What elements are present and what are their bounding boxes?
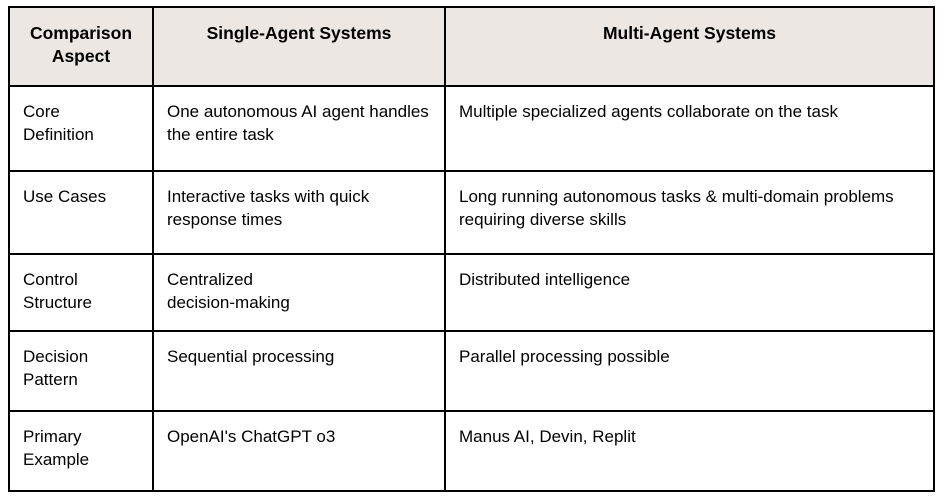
comparison-table: Comparison Aspect Single-Agent Systems M… [8, 6, 935, 492]
cell-single-agent: Interactive tasks with quick response ti… [152, 170, 446, 255]
cell-single-agent: Centralized decision-making [152, 253, 446, 332]
cell-multi-agent: Distributed intelligence [444, 253, 935, 332]
cell-single-agent: OpenAI's ChatGPT o3 [152, 410, 446, 492]
table-row: Decision Pattern Sequential processing P… [8, 330, 935, 412]
table-header-row: Comparison Aspect Single-Agent Systems M… [8, 6, 935, 87]
cell-multi-agent: Long running autonomous tasks & multi-do… [444, 170, 935, 255]
cell-aspect: Control Structure [8, 253, 154, 332]
column-header-single-agent-systems: Single-Agent Systems [152, 6, 446, 87]
cell-multi-agent: Multiple specialized agents collaborate … [444, 85, 935, 172]
table-header: Comparison Aspect Single-Agent Systems M… [8, 6, 935, 87]
table-row: Core Definition One autonomous AI agent … [8, 85, 935, 172]
cell-aspect: Core Definition [8, 85, 154, 172]
cell-aspect: Primary Example [8, 410, 154, 492]
table-row: Use Cases Interactive tasks with quick r… [8, 170, 935, 255]
cell-single-agent: One autonomous AI agent handles the enti… [152, 85, 446, 172]
column-header-comparison-aspect: Comparison Aspect [8, 6, 154, 87]
cell-single-agent: Sequential processing [152, 330, 446, 412]
cell-multi-agent: Manus AI, Devin, Replit [444, 410, 935, 492]
cell-multi-agent: Parallel processing possible [444, 330, 935, 412]
table-body: Core Definition One autonomous AI agent … [8, 85, 935, 492]
cell-aspect: Use Cases [8, 170, 154, 255]
column-header-multi-agent-systems: Multi-Agent Systems [444, 6, 935, 87]
table-row: Primary Example OpenAI's ChatGPT o3 Manu… [8, 410, 935, 492]
cell-aspect: Decision Pattern [8, 330, 154, 412]
table-row: Control Structure Centralized decision-m… [8, 253, 935, 332]
